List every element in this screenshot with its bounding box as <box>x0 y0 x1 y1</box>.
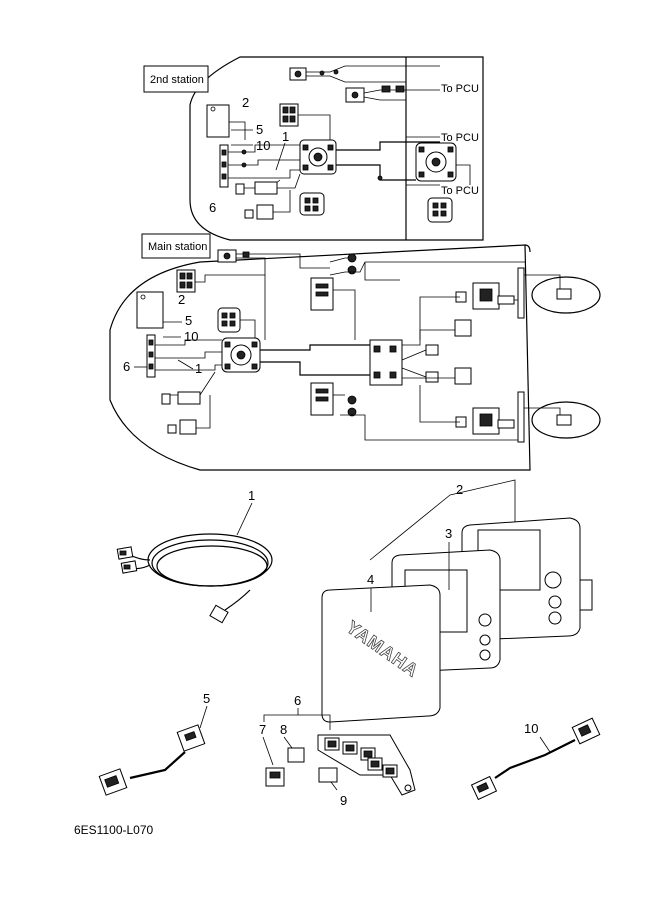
pcu-label-2: To PCU <box>441 132 479 144</box>
callout-10-main: 10 <box>184 329 198 344</box>
second-station-label: 2nd station <box>150 74 204 86</box>
callout-2-part: 2 <box>456 482 463 497</box>
part-1-cable: 1 <box>116 488 273 624</box>
callout-1-main: 1 <box>195 361 202 376</box>
callout-2-top: 2 <box>242 95 249 110</box>
callout-7-part: 7 <box>259 722 266 737</box>
part-6-connector-block: 6 7 8 9 <box>259 693 416 808</box>
callout-5-top: 5 <box>256 122 263 137</box>
callout-5-main: 5 <box>185 313 192 328</box>
callout-6-main: 6 <box>123 359 130 374</box>
callout-1-part: 1 <box>248 488 255 503</box>
drawing-code: 6ES1100-L070 <box>74 823 154 837</box>
part-10-extension-cable: 10 <box>470 717 601 801</box>
second-station-wiring <box>206 65 471 223</box>
callout-10-top: 10 <box>256 138 270 153</box>
callout-6-part: 6 <box>294 693 301 708</box>
pcu-label-1: To PCU <box>441 83 479 95</box>
main-station-wiring <box>136 249 561 443</box>
callout-10-part: 10 <box>524 721 538 736</box>
main-station-label: Main station <box>148 241 207 253</box>
callout-2-main: 2 <box>178 292 185 307</box>
second-station-frame: 2nd station <box>143 56 484 241</box>
main-station-frame: Main station <box>109 233 601 471</box>
part-2-display-unit: YAMAHA 2 3 4 <box>321 479 593 723</box>
main-station-callouts: 2 5 10 6 1 <box>123 292 202 376</box>
pcu-label-3: To PCU <box>441 185 479 197</box>
callout-6-top: 6 <box>209 200 216 215</box>
callout-3-part: 3 <box>445 526 452 541</box>
second-station-callouts: 2 5 1 10 6 To PCU To PCU To PCU <box>209 83 479 215</box>
callout-9-part: 9 <box>340 793 347 808</box>
callout-5-part: 5 <box>203 691 210 706</box>
callout-8-part: 8 <box>280 722 287 737</box>
callout-1-top: 1 <box>282 129 289 144</box>
part-5-harness: 5 <box>98 691 210 796</box>
callout-4-part: 4 <box>367 572 374 587</box>
